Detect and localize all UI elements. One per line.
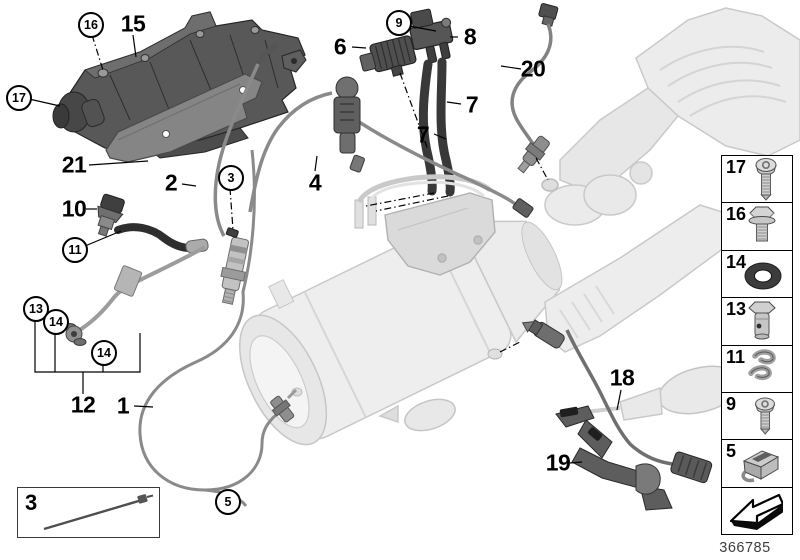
sensor-18-lambda [487,319,713,484]
callout-11[interactable]: 11 [62,237,88,263]
leader-lines [28,25,622,464]
legend-label: 5 [726,441,737,462]
legend-label: 17 [726,157,747,177]
callout-6[interactable]: 6 [333,33,347,60]
legend-label: 14 [726,251,747,272]
cage-nut-icon [741,450,780,483]
cable-1-and-probe [138,149,298,507]
callout-10[interactable]: 10 [61,195,87,222]
legend-label: 11 [726,346,746,367]
sensor-10 [97,193,125,237]
legend-label: 16 [726,204,747,225]
sensor-20 [510,3,559,174]
callout-16[interactable]: 16 [78,12,104,38]
hex-bolt-icon [748,206,776,242]
drawing-number: 366785 [719,540,771,556]
callout-3[interactable]: 3 [218,165,244,191]
callout-9[interactable]: 9 [386,10,412,36]
callout-14[interactable]: 14 [91,340,117,366]
callout-19[interactable]: 19 [545,449,571,476]
callout-3-inset: 3 [25,490,38,515]
callout-13[interactable]: 13 [23,296,49,322]
callout-7[interactable]: 7 [465,91,479,118]
torx-screw-icon [755,397,775,435]
banjo-bolt-icon [748,301,776,340]
callout-21[interactable]: 21 [61,151,87,178]
callout-12[interactable]: 12 [70,391,96,418]
sensor-8 [409,8,454,64]
hose-11 [114,223,194,252]
legend-item-13[interactable]: 13 [722,298,792,346]
sensor-6 [359,35,417,77]
legend-item-16[interactable]: 16 [722,203,792,251]
callout-14[interactable]: 14 [43,309,69,335]
fastener-legend: 17 16 14 [721,155,793,535]
seal-ring-icon [744,262,782,290]
bracket-19 [555,405,673,511]
callout-7[interactable]: 7 [416,121,430,148]
harness-4 [248,76,534,218]
legend-item-11[interactable]: 11 [722,345,792,393]
callout-20[interactable]: 20 [520,55,546,82]
callout-8[interactable]: 8 [463,23,477,50]
legend-item-5[interactable]: 5 [722,440,792,488]
ghost-dpf-bracket [384,192,496,276]
legend-label: 9 [726,393,737,414]
legend-item-14[interactable]: 14 [722,250,792,299]
callout-17[interactable]: 17 [6,85,32,111]
callout-18[interactable]: 18 [609,364,635,391]
callout-2[interactable]: 2 [164,169,178,196]
cable-tie-inset[interactable]: 3 [17,487,160,538]
cable-tie-icon [43,494,154,531]
legend-direction-cell [722,487,792,534]
clip-icon [748,348,776,380]
pipe-12-banjo [63,245,207,346]
callout-15[interactable]: 15 [120,10,146,37]
heat-shield-21 [105,73,263,163]
ghost-intake-manifold [541,7,800,226]
legend-item-17[interactable]: 17 [722,156,792,204]
legend-label: 13 [726,299,747,320]
callout-5[interactable]: 5 [215,489,241,515]
ghost-dpf-cylinder [239,220,563,446]
legend-item-9[interactable]: 9 [722,392,792,441]
direction-arrow-icon [729,493,783,530]
callout-4[interactable]: 4 [308,169,322,196]
torx-screw-icon [755,158,777,201]
screw-9 [441,17,452,28]
pipe-2-and-sensor [213,43,279,305]
cable-tie-on-harness [225,227,239,238]
callout-1[interactable]: 1 [116,392,130,419]
